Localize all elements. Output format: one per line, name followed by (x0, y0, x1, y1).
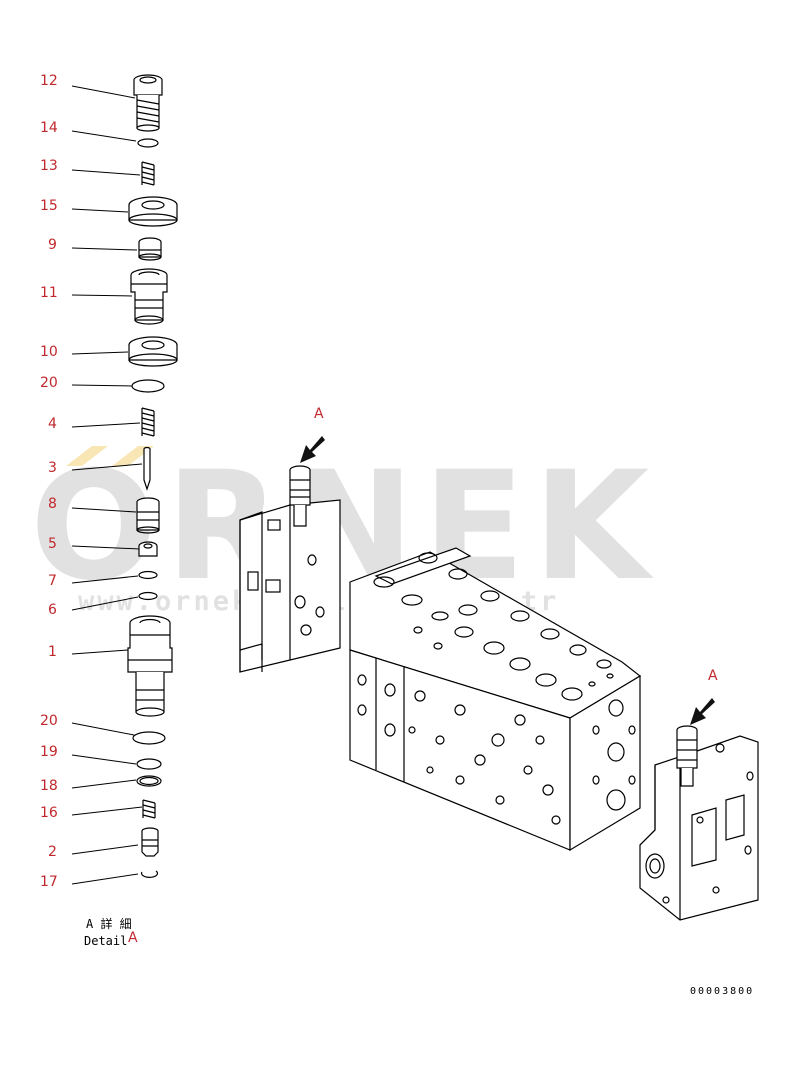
callout-17: 17 (40, 874, 58, 890)
callout-2: 2 (48, 844, 57, 860)
part-15-nut (128, 196, 178, 227)
detail-caption: A 詳 細 Detail A (84, 916, 138, 948)
part-4-spring (141, 407, 155, 437)
callout-labels: 12 14 13 15 9 11 10 20 4 3 8 5 7 6 1 20 … (40, 73, 58, 890)
leader-lines (71, 85, 143, 885)
part-2-plug (141, 827, 159, 857)
drawing-number: 00003800 (690, 986, 754, 997)
main-valve-block (349, 547, 642, 852)
part-14-oring (137, 138, 159, 148)
callout-5: 5 (48, 536, 57, 552)
callout-16: 16 (40, 805, 58, 821)
mounted-valve-right (676, 725, 698, 787)
part-11-sleeve (130, 268, 168, 325)
view-mark-a-right: A (708, 668, 718, 684)
part-20-oring-lower (132, 731, 166, 745)
callout-7: 7 (48, 573, 57, 589)
view-arrow-right (690, 698, 715, 725)
callout-10: 10 (40, 344, 58, 360)
callout-18: 18 (40, 778, 58, 794)
callout-1: 1 (48, 644, 57, 660)
part-17-snap-ring (140, 870, 159, 878)
callout-11: 11 (40, 285, 58, 301)
part-9-piston (138, 237, 162, 261)
part-3-pin (143, 446, 151, 491)
part-20-oring-upper (131, 379, 165, 393)
callout-9: 9 (48, 237, 57, 253)
callout-15: 15 (40, 198, 58, 214)
callout-12: 12 (40, 73, 58, 89)
callout-20-lower: 20 (40, 713, 58, 729)
part-10-nut (128, 336, 178, 367)
part-16-spring (142, 799, 156, 819)
view-arrow-left (300, 436, 325, 463)
watermark-accent-mark (66, 446, 154, 466)
detail-jp-text: A 詳 細 (86, 916, 132, 931)
valve-section-left (239, 465, 341, 673)
watermark: ORNEK www.orneklersitesi.com.tr (30, 440, 649, 617)
detail-en-text: Detail (84, 934, 127, 948)
view-mark-a-left: A (314, 406, 324, 422)
part-18-ring (136, 775, 162, 787)
callout-4: 4 (48, 416, 57, 432)
callout-19: 19 (40, 744, 58, 760)
callout-3: 3 (48, 460, 57, 476)
parts-stack (127, 74, 178, 878)
part-19-backup-ring (136, 758, 162, 770)
callout-13: 13 (40, 158, 58, 174)
part-1-valve-body (127, 615, 173, 717)
callout-6: 6 (48, 602, 57, 618)
part-8-seat (136, 497, 160, 534)
part-5-retainer (138, 541, 158, 557)
valve-section-right (639, 725, 759, 921)
mounted-valve-left (289, 465, 311, 527)
callout-14: 14 (40, 120, 58, 136)
detail-letter: A (128, 930, 138, 946)
part-6-ring (138, 591, 158, 601)
callout-20-upper: 20 (40, 375, 58, 391)
part-13-spring (141, 161, 155, 186)
part-12-plug (133, 74, 163, 132)
callout-8: 8 (48, 496, 57, 512)
part-7-ring (138, 570, 158, 580)
